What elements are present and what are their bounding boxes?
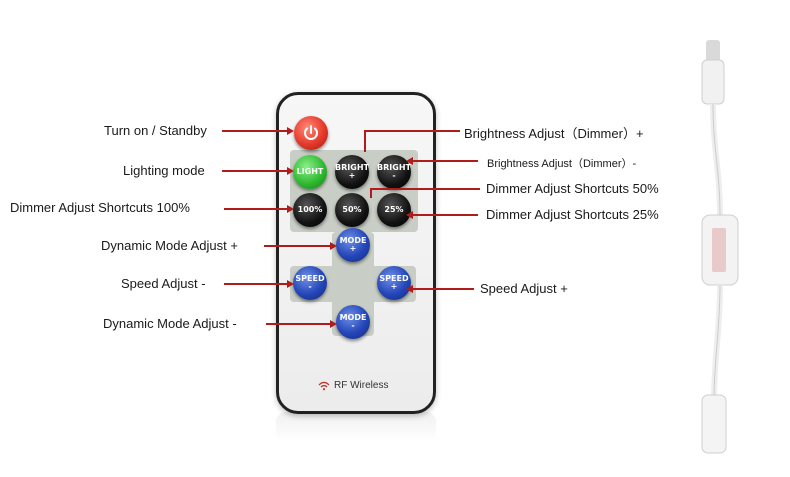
line-dynamic-minus: [266, 323, 331, 325]
line-brightness-minus: [412, 160, 478, 162]
bright-plus-sign: +: [348, 171, 356, 180]
callout-dynamic-plus: Dynamic Mode Adjust +: [101, 238, 238, 253]
arrow-dimmer-100: [287, 205, 294, 213]
arrow-dynamic-plus: [330, 242, 337, 250]
dimmer-25-label: 25%: [384, 204, 404, 214]
bright-minus-button[interactable]: BRIGHT -: [377, 155, 411, 189]
arrow-turn-on: [287, 127, 294, 135]
light-button[interactable]: LIGHT: [293, 155, 327, 189]
line-brightness-plus-v: [364, 130, 366, 152]
dc-plug-top: [706, 40, 720, 62]
line-turn-on: [222, 130, 288, 132]
mode-plus-button[interactable]: MODE +: [336, 228, 370, 262]
mode-plus-label: MODE: [339, 235, 367, 245]
callout-dimmer-100: Dimmer Adjust Shortcuts 100%: [10, 200, 190, 215]
line-speed-plus: [412, 288, 474, 290]
callout-speed-minus: Speed Adjust -: [121, 276, 206, 291]
arrow-dynamic-minus: [330, 320, 337, 328]
callout-dimmer-50: Dimmer Adjust Shortcuts 50%: [486, 181, 659, 196]
callout-lighting-mode: Lighting mode: [123, 163, 205, 178]
line-dimmer-50-v: [370, 188, 372, 198]
brand-mark: RF Wireless: [318, 380, 388, 391]
arrow-speed-minus: [287, 280, 294, 288]
dimmer-50-button[interactable]: 50%: [335, 193, 369, 227]
speed-minus-button[interactable]: SPEED -: [293, 266, 327, 300]
speed-plus-button[interactable]: SPEED +: [377, 266, 411, 300]
speed-minus-label: SPEED: [295, 273, 325, 283]
power-button[interactable]: [294, 116, 328, 150]
line-dimmer-25: [412, 214, 478, 216]
bright-minus-sign: -: [392, 171, 396, 180]
power-icon: [304, 125, 318, 140]
arrow-brightness-minus: [406, 157, 413, 165]
mode-plus-sign: +: [349, 244, 357, 253]
callout-turn-on: Turn on / Standby: [104, 123, 207, 138]
mode-minus-button[interactable]: MODE -: [336, 305, 370, 339]
arrow-dimmer-25: [406, 211, 413, 219]
arrow-speed-plus: [406, 285, 413, 293]
brand-label: RF Wireless: [334, 380, 389, 391]
speed-plus-sign: +: [390, 282, 398, 291]
arrow-lighting-mode: [287, 167, 294, 175]
callout-brightness-minus: Brightness Adjust（Dimmer）-: [487, 158, 637, 170]
receiver-label: [712, 228, 726, 272]
line-dynamic-plus: [264, 245, 331, 247]
mode-minus-sign: -: [351, 321, 355, 330]
line-dimmer-50-h: [372, 188, 480, 190]
dc-jack-bottom: [701, 394, 727, 454]
wireless-icon: [318, 381, 330, 390]
callout-dynamic-minus: Dynamic Mode Adjust -: [103, 316, 237, 331]
bright-minus-label: BRIGHT: [377, 162, 411, 172]
line-speed-minus: [224, 283, 288, 285]
dimmer-100-label: 100%: [297, 204, 323, 214]
speed-minus-sign: -: [308, 282, 312, 291]
dimmer-25-button[interactable]: 25%: [377, 193, 411, 227]
speed-plus-label: SPEED: [379, 273, 409, 283]
dc-plug-top-body: [701, 59, 725, 105]
light-button-label: LIGHT: [296, 166, 324, 176]
mode-minus-label: MODE: [339, 312, 367, 322]
callout-speed-plus: Speed Adjust +: [480, 281, 568, 296]
callout-brightness-plus: Brightness Adjust（Dimmer）+: [464, 126, 644, 141]
dimmer-100-button[interactable]: 100%: [293, 193, 327, 227]
bright-plus-label: BRIGHT: [335, 162, 369, 172]
remote-reflection: [276, 412, 436, 442]
line-brightness-plus-h: [366, 130, 460, 132]
line-dimmer-100: [224, 208, 288, 210]
callout-dimmer-25: Dimmer Adjust Shortcuts 25%: [486, 207, 659, 222]
line-lighting-mode: [222, 170, 288, 172]
dimmer-50-label: 50%: [342, 204, 362, 214]
led-controller-cable: [701, 40, 739, 454]
bright-plus-button[interactable]: BRIGHT +: [335, 155, 369, 189]
